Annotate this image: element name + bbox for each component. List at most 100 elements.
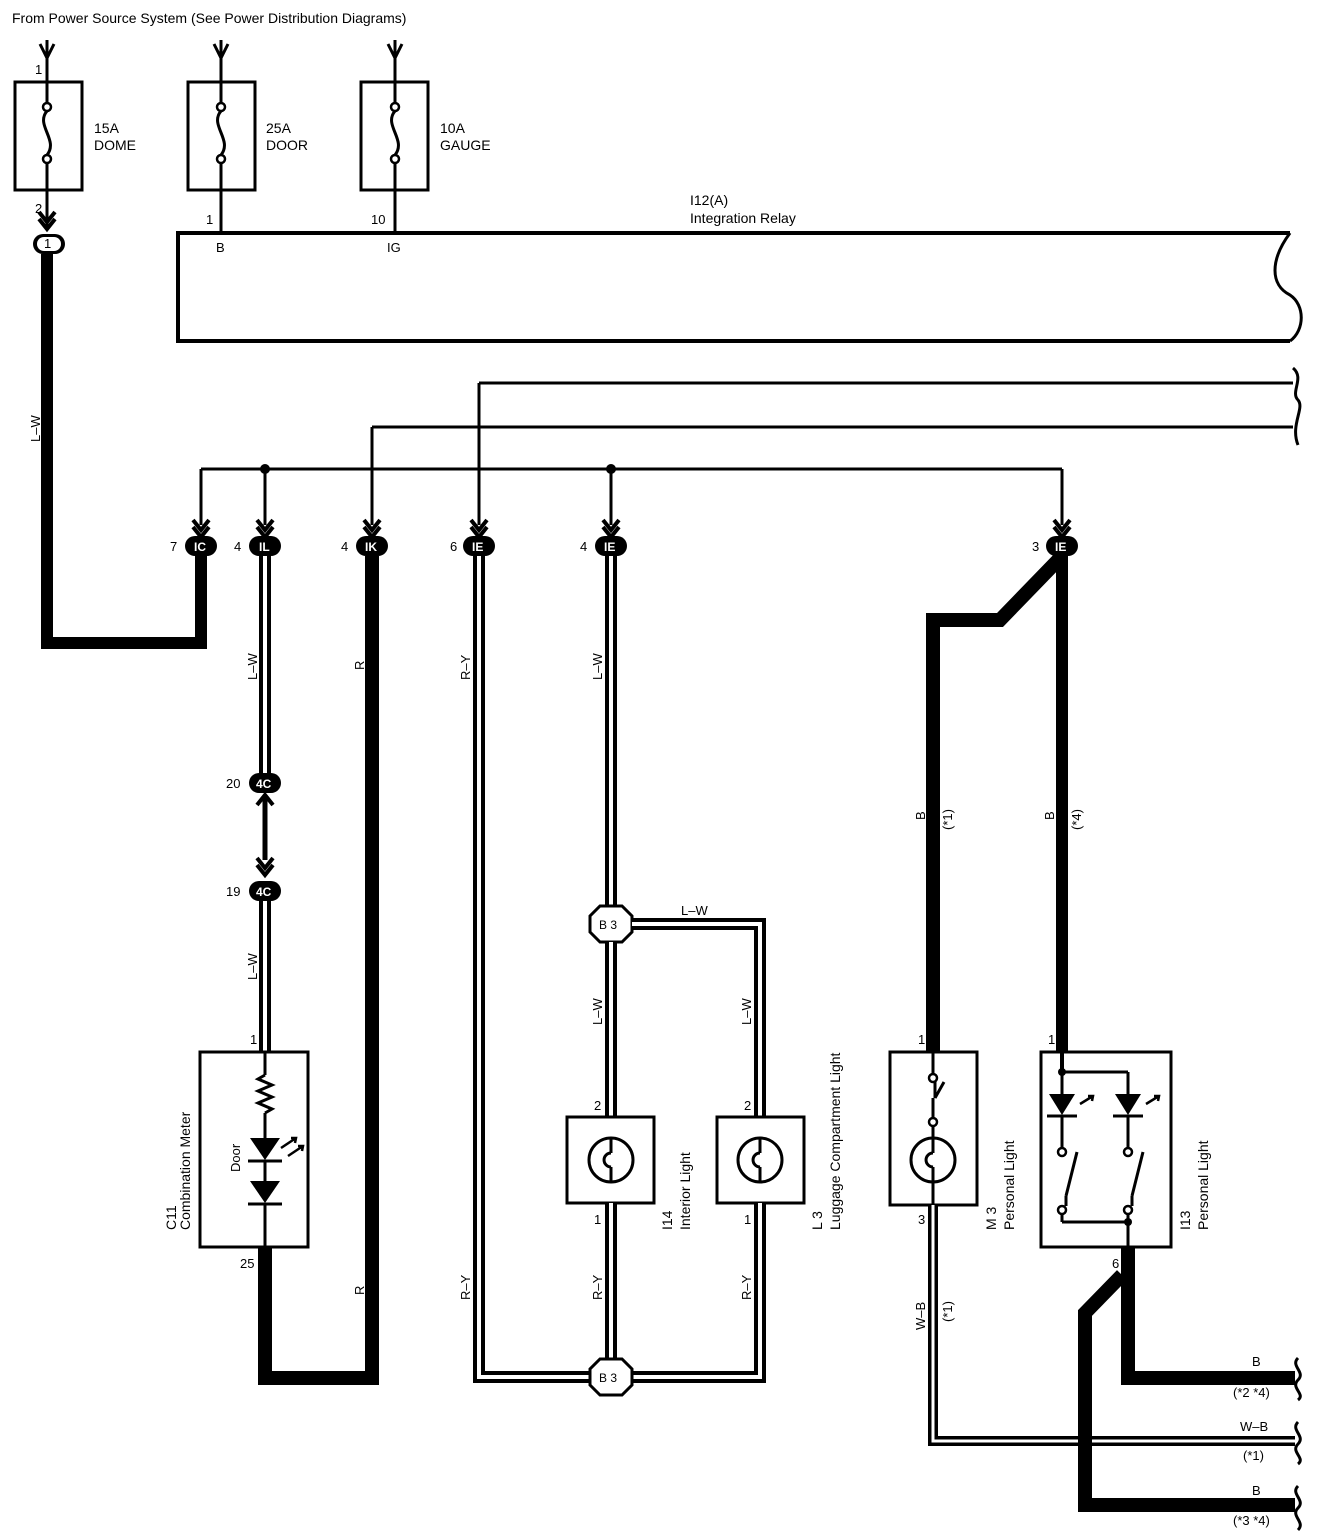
wire-ry-1: R–Y [458, 654, 473, 680]
connector-ic-code: IC [194, 540, 206, 554]
r-wire: R R [258, 556, 379, 1385]
dome-feed: 1 L–W [28, 210, 207, 649]
lw-wire-center: L–W [590, 556, 617, 906]
wire-ry-3: R–Y [739, 1274, 754, 1300]
wire-b-1: B [913, 811, 928, 820]
connector-ie-3-code: IE [1055, 540, 1066, 554]
relay-term-ig: IG [387, 240, 401, 255]
relay-name: Integration Relay [690, 210, 796, 226]
interior-name: Interior Light [677, 1152, 693, 1230]
wire-lw-4: L–W [590, 998, 605, 1025]
wire-ry-4: R–Y [458, 1274, 473, 1300]
wire-r-1: R [352, 661, 367, 670]
output-2-wire: W–B [1240, 1419, 1268, 1434]
luggage-id: L 3 [809, 1211, 825, 1230]
wire-lw-main: L–W [28, 415, 43, 442]
output-2-note: (*1) [1243, 1448, 1264, 1463]
ry-wires-lights: R–Y R–Y [590, 1203, 766, 1383]
wire-b-2-note: (*4) [1069, 809, 1084, 830]
fuse-gauge: 10 10A GAUGE [359, 40, 491, 233]
fuse-door-name: DOOR [266, 137, 308, 153]
connector-ie-3: IE 3 [1032, 518, 1078, 556]
connector-ik-code: IK [365, 540, 377, 554]
wire-wb-1: W–B [913, 1302, 928, 1330]
fuse-dome: 1 2 15A DOME [13, 40, 136, 228]
fuse-dome-name: DOME [94, 137, 136, 153]
fuse-door: 1 25A DOOR [186, 40, 308, 233]
luggage-light: 2 1 L 3 Luggage Compartment Light [715, 1052, 843, 1230]
connector-ie-6: IE 6 [450, 518, 495, 556]
wire-lw-1: L–W [245, 653, 260, 680]
i13-id: I13 [1177, 1210, 1193, 1230]
junction-b3-bottom: B 3 [588, 1357, 634, 1397]
connector-ie-3-pin: 3 [1032, 539, 1039, 554]
m3-name: Personal Light [1001, 1140, 1017, 1230]
source-title: From Power Source System (See Power Dist… [12, 10, 406, 26]
wire-b-2: B [1042, 811, 1057, 820]
meter-inner-label: Door [228, 1143, 243, 1172]
meter-pin-bottom: 25 [240, 1256, 254, 1271]
fuse-door-rating: 25A [266, 120, 292, 136]
integration-relay: I12(A) Integration Relay B IG [176, 192, 1303, 343]
interior-pin-bottom: 1 [594, 1212, 601, 1227]
interior-pin-top: 2 [594, 1098, 601, 1113]
junction-b3-bottom-label: B 3 [599, 1371, 617, 1385]
connector-4c-19-code: 4C [256, 885, 272, 899]
connector-4c-19-pin: 19 [226, 884, 240, 899]
connector-ie-4-pin: 4 [580, 539, 587, 554]
b-output-wires [1078, 1247, 1295, 1512]
connector-il-pin: 4 [234, 539, 241, 554]
personal-light-m3: 1 3 M 3 Personal Light [888, 1032, 1017, 1230]
fuse-gauge-pin-out: 10 [371, 212, 385, 227]
connector-4c-20-pin: 20 [226, 776, 240, 791]
m3-pin-top: 1 [918, 1032, 925, 1047]
fuse-dome-pin-in: 1 [35, 62, 42, 77]
connector-ic-pin: 7 [170, 539, 177, 554]
personal-light-i13: 1 6 I13 Personal Light [1039, 1032, 1211, 1271]
junction-1-label: 1 [44, 236, 51, 251]
combination-meter: 1 Door C11 Combination Meter 25 [163, 1032, 310, 1271]
wire-lw-5: L–W [739, 998, 754, 1025]
personal-feed: B (*1) B (*4) [913, 551, 1084, 1052]
connector-ik-pin: 4 [341, 539, 348, 554]
wire-ry-2: R–Y [590, 1274, 605, 1300]
fuse-dome-rating: 15A [94, 120, 120, 136]
output-3-wire: B [1252, 1483, 1261, 1498]
luggage-name: Luggage Compartment Light [827, 1052, 843, 1230]
luggage-pin-bottom: 1 [744, 1212, 751, 1227]
connector-4c-20-code: 4C [256, 777, 272, 791]
meter-id: C11 [163, 1205, 179, 1230]
junction-b3-top-label: B 3 [599, 918, 617, 932]
connector-il: IL 4 [234, 518, 281, 556]
fuse-dome-pin-out: 2 [35, 201, 42, 216]
relay-id: I12(A) [690, 192, 728, 208]
junction-b3-top: B 3 L–W L–W L–W [588, 903, 766, 1117]
meter-pin-top: 1 [250, 1032, 257, 1047]
wire-lw-3: L–W [590, 653, 605, 680]
output-1-note: (*2 *4) [1233, 1385, 1270, 1400]
relay-signal-lines [199, 366, 1302, 525]
meter-name: Combination Meter [177, 1111, 193, 1230]
connector-ie-4-code: IE [604, 540, 615, 554]
wire-b-1-note: (*1) [940, 809, 955, 830]
wire-lw-2: L–W [245, 953, 260, 980]
connector-ie-6-pin: 6 [450, 539, 457, 554]
fuse-gauge-name: GAUGE [440, 137, 491, 153]
fuse-door-pin-out: 1 [206, 212, 213, 227]
interior-id: I14 [659, 1210, 675, 1230]
wire-lw-b3: L–W [681, 903, 708, 918]
luggage-pin-top: 2 [744, 1098, 751, 1113]
i13-pin-top: 1 [1048, 1032, 1055, 1047]
connector-il-code: IL [259, 540, 270, 554]
output-1-wire: B [1252, 1354, 1261, 1369]
fuse-gauge-rating: 10A [440, 120, 466, 136]
interior-light: 2 1 I14 Interior Light [565, 1098, 693, 1230]
m3-id: M 3 [983, 1206, 999, 1230]
connector-ie-6-code: IE [472, 540, 483, 554]
wire-wb-1-note: (*1) [940, 1301, 955, 1322]
connector-ik: IK 4 [341, 518, 388, 556]
relay-term-b: B [216, 240, 225, 255]
connector-ie-4: IE 4 [580, 518, 627, 556]
output-3-note: (*3 *4) [1233, 1513, 1270, 1528]
